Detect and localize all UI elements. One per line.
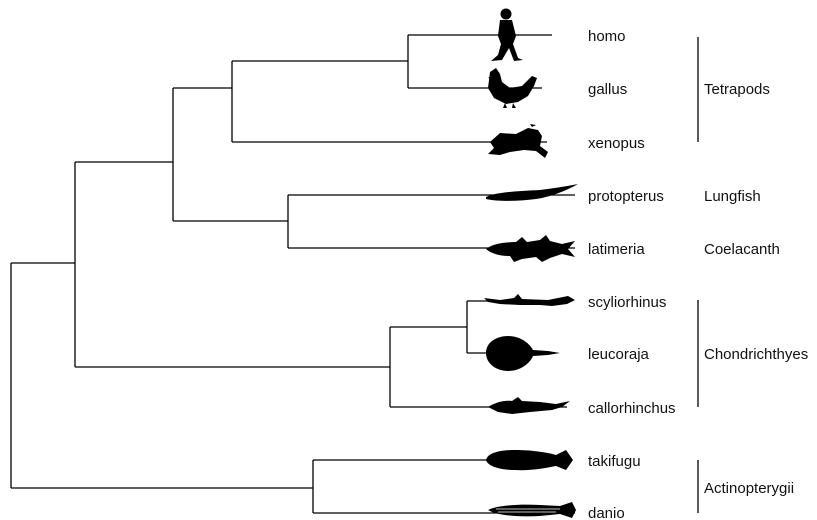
tip-labels: homo gallus xenopus protopterus latimeri… — [588, 28, 676, 520]
shark-silhouette — [484, 294, 575, 306]
tree-branches — [11, 35, 575, 513]
zebrafish-silhouette — [488, 502, 576, 518]
clade-label-lungfish: Lungfish — [704, 188, 761, 205]
clade-labels: Tetrapods Lungfish Coelacanth Chondricht… — [704, 81, 808, 497]
taxon-silhouettes — [484, 9, 578, 519]
chimaera-silhouette — [488, 397, 570, 414]
tip-label-latimeria: latimeria — [588, 241, 645, 258]
pufferfish-silhouette — [486, 450, 573, 470]
clade-label-chondrichthyes: Chondrichthyes — [704, 346, 808, 363]
clade-label-actinopterygii: Actinopterygii — [704, 480, 794, 497]
tip-label-takifugu: takifugu — [588, 453, 641, 470]
tip-label-danio: danio — [588, 505, 625, 520]
clade-label-tetrapods: Tetrapods — [704, 81, 770, 98]
lungfish-silhouette — [486, 184, 578, 201]
tip-label-homo: homo — [588, 28, 626, 45]
tip-label-xenopus: xenopus — [588, 135, 645, 152]
frog-silhouette — [488, 124, 548, 158]
coelacanth-silhouette — [486, 235, 575, 262]
tip-label-protopterus: protopterus — [588, 188, 664, 205]
clade-label-coelacanth: Coelacanth — [704, 241, 780, 258]
tip-label-leucoraja: leucoraja — [588, 346, 650, 363]
tip-label-scyliorhinus: scyliorhinus — [588, 294, 666, 311]
tip-label-callorhinchus: callorhinchus — [588, 400, 676, 417]
tip-label-gallus: gallus — [588, 81, 627, 98]
rooster-silhouette — [488, 68, 537, 108]
skate-silhouette — [486, 336, 560, 371]
